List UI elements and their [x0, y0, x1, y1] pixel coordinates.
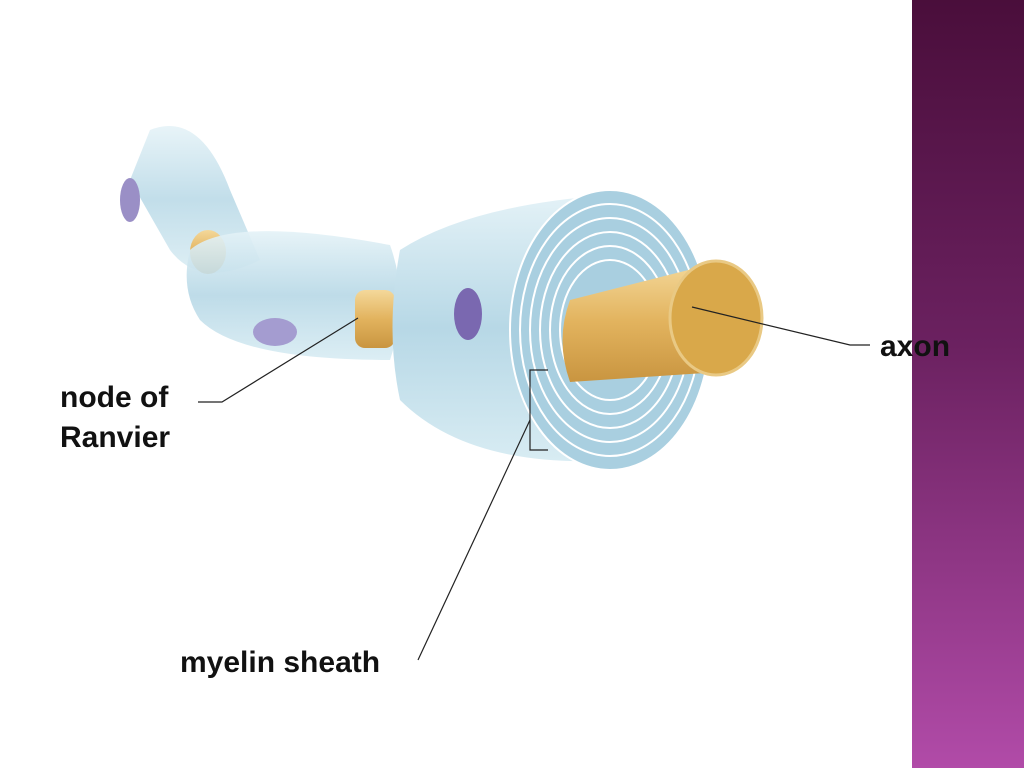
axon-cylinder [562, 259, 764, 382]
myelin-segment-middle [186, 231, 400, 360]
leader-lines [198, 306, 870, 661]
node-of-ranvier-2 [355, 290, 395, 348]
label-myelin-sheath: myelin sheath [180, 646, 381, 679]
label-node-of-ranvier-line2: Ranvier [60, 421, 171, 454]
label-axon: axon [880, 330, 951, 363]
label-node-of-ranvier-line1: node of [60, 381, 169, 414]
decorative-sidebar [912, 0, 1024, 768]
